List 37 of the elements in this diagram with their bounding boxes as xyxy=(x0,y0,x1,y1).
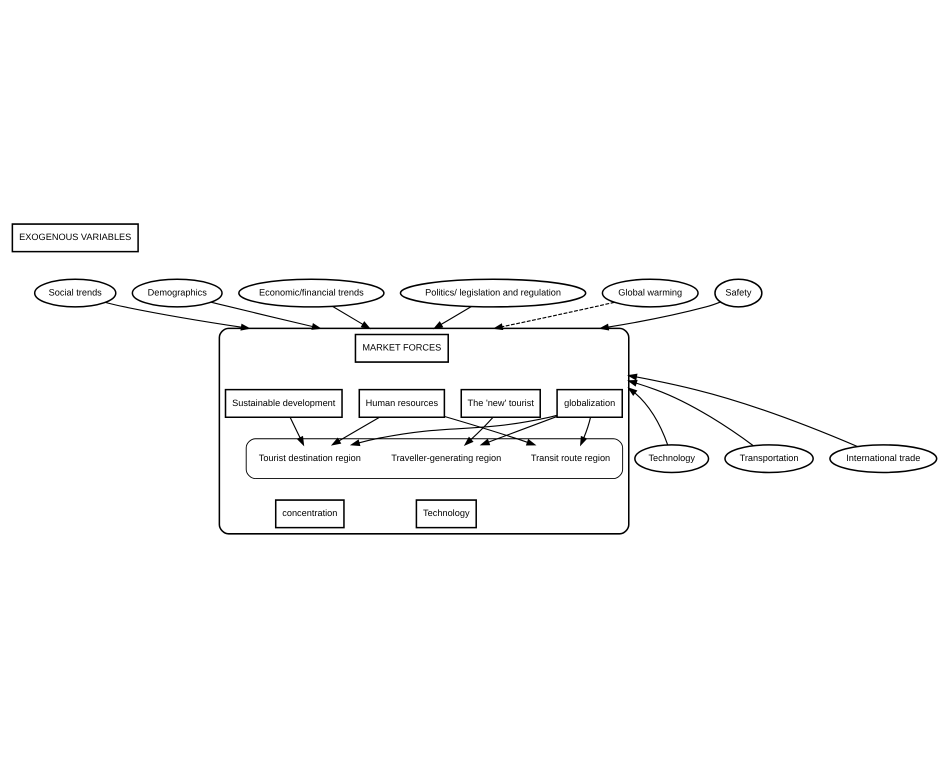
arrow xyxy=(210,301,322,330)
node-box: Technology xyxy=(415,498,476,528)
node-ellipse: International trade xyxy=(828,444,937,473)
arrow xyxy=(626,386,668,444)
arrow xyxy=(289,416,304,446)
node-ellipse: Global warming xyxy=(601,278,698,308)
cluster xyxy=(218,327,630,534)
node-box: MARKET FORCES xyxy=(354,333,448,362)
arrow xyxy=(444,415,536,445)
arrow xyxy=(598,301,720,330)
node-ellipse: Safety xyxy=(714,278,762,308)
arrow xyxy=(580,416,591,446)
arrow xyxy=(463,416,493,446)
arrow xyxy=(492,301,614,330)
node-ellipse: Social trends xyxy=(33,278,116,308)
node-ellipse: Economic/financial trends xyxy=(238,278,384,308)
arrow xyxy=(626,379,753,446)
node-ellipse: Politics/ legislation and regulation xyxy=(399,278,586,308)
node-text: Tourist destination region xyxy=(258,452,360,463)
arrow xyxy=(104,301,250,330)
node-ellipse: Demographics xyxy=(131,278,222,308)
node-text: Transit route region xyxy=(530,452,610,463)
node-box: EXOGENOUS VARIABLES xyxy=(11,222,138,252)
arrow xyxy=(349,414,557,446)
node-ellipse: Transportation xyxy=(724,444,814,473)
node-box: The 'new' tourist xyxy=(460,388,540,418)
node-box: concentration xyxy=(274,498,344,528)
node-box: Human resources xyxy=(358,388,445,418)
node-box: Sustainable development xyxy=(224,388,342,418)
arrow xyxy=(479,416,556,445)
arrow xyxy=(432,306,472,329)
arrow xyxy=(330,416,380,446)
node-text: Traveller-generating region xyxy=(390,452,501,463)
arrow xyxy=(332,305,371,329)
node-box: globalization xyxy=(556,388,623,418)
node-ellipse: Technology xyxy=(634,444,709,473)
arrow xyxy=(626,373,858,447)
